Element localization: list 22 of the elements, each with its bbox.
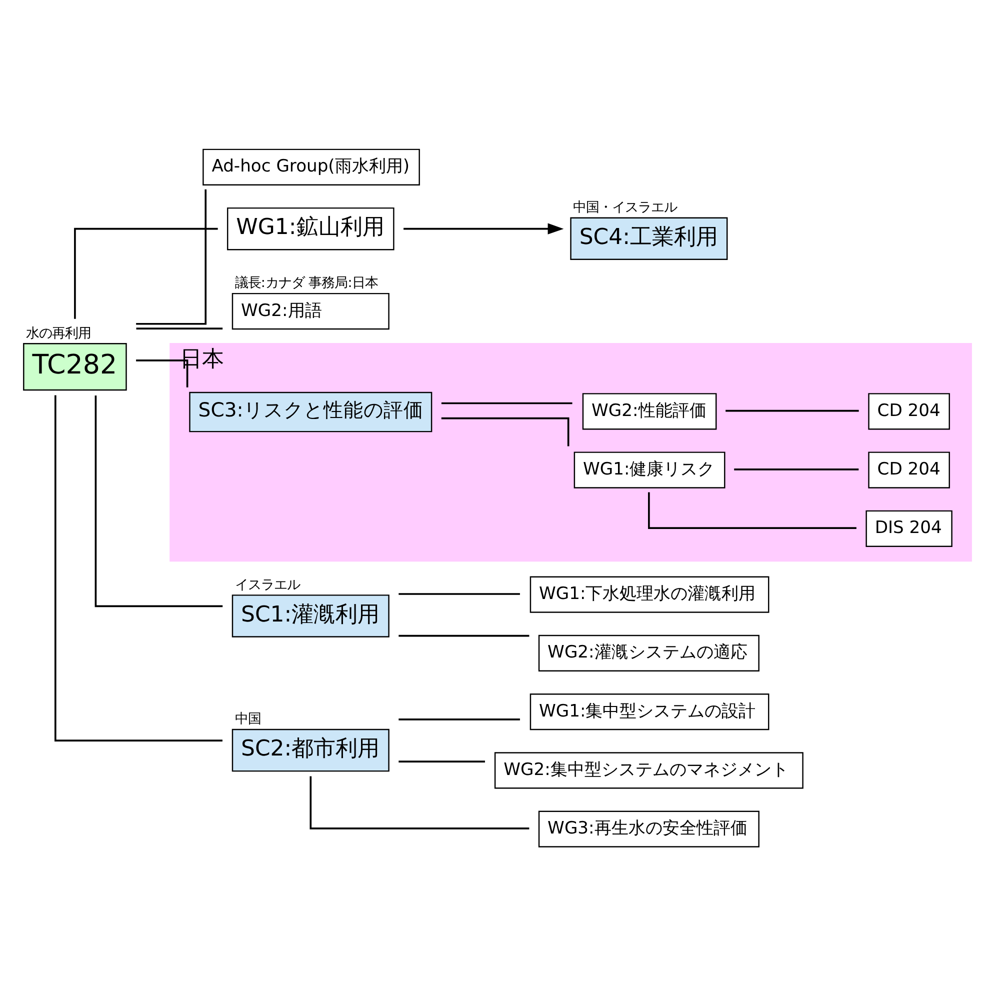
connector: [725, 409, 858, 412]
node-label: 中国・イスラエル: [572, 200, 677, 215]
connector: [440, 416, 569, 446]
node-label: 水の再利用: [26, 326, 91, 341]
connector: [398, 634, 529, 636]
node-label: 議長:カナダ 事務局:日本: [234, 276, 378, 291]
node-label: イスラエル: [234, 577, 300, 592]
connector: [648, 492, 856, 528]
connector: [734, 468, 858, 470]
connector: [309, 776, 529, 829]
connector: [54, 394, 222, 741]
connector: [136, 327, 222, 329]
connector: [94, 394, 222, 607]
node-label: 中国: [234, 712, 260, 727]
connector: [398, 592, 520, 594]
connector: [398, 718, 520, 720]
connector: [440, 402, 572, 404]
connector: [136, 188, 206, 324]
connector: [74, 227, 218, 318]
connector: [136, 359, 188, 387]
arrow: [403, 222, 564, 234]
connector: [398, 760, 484, 762]
